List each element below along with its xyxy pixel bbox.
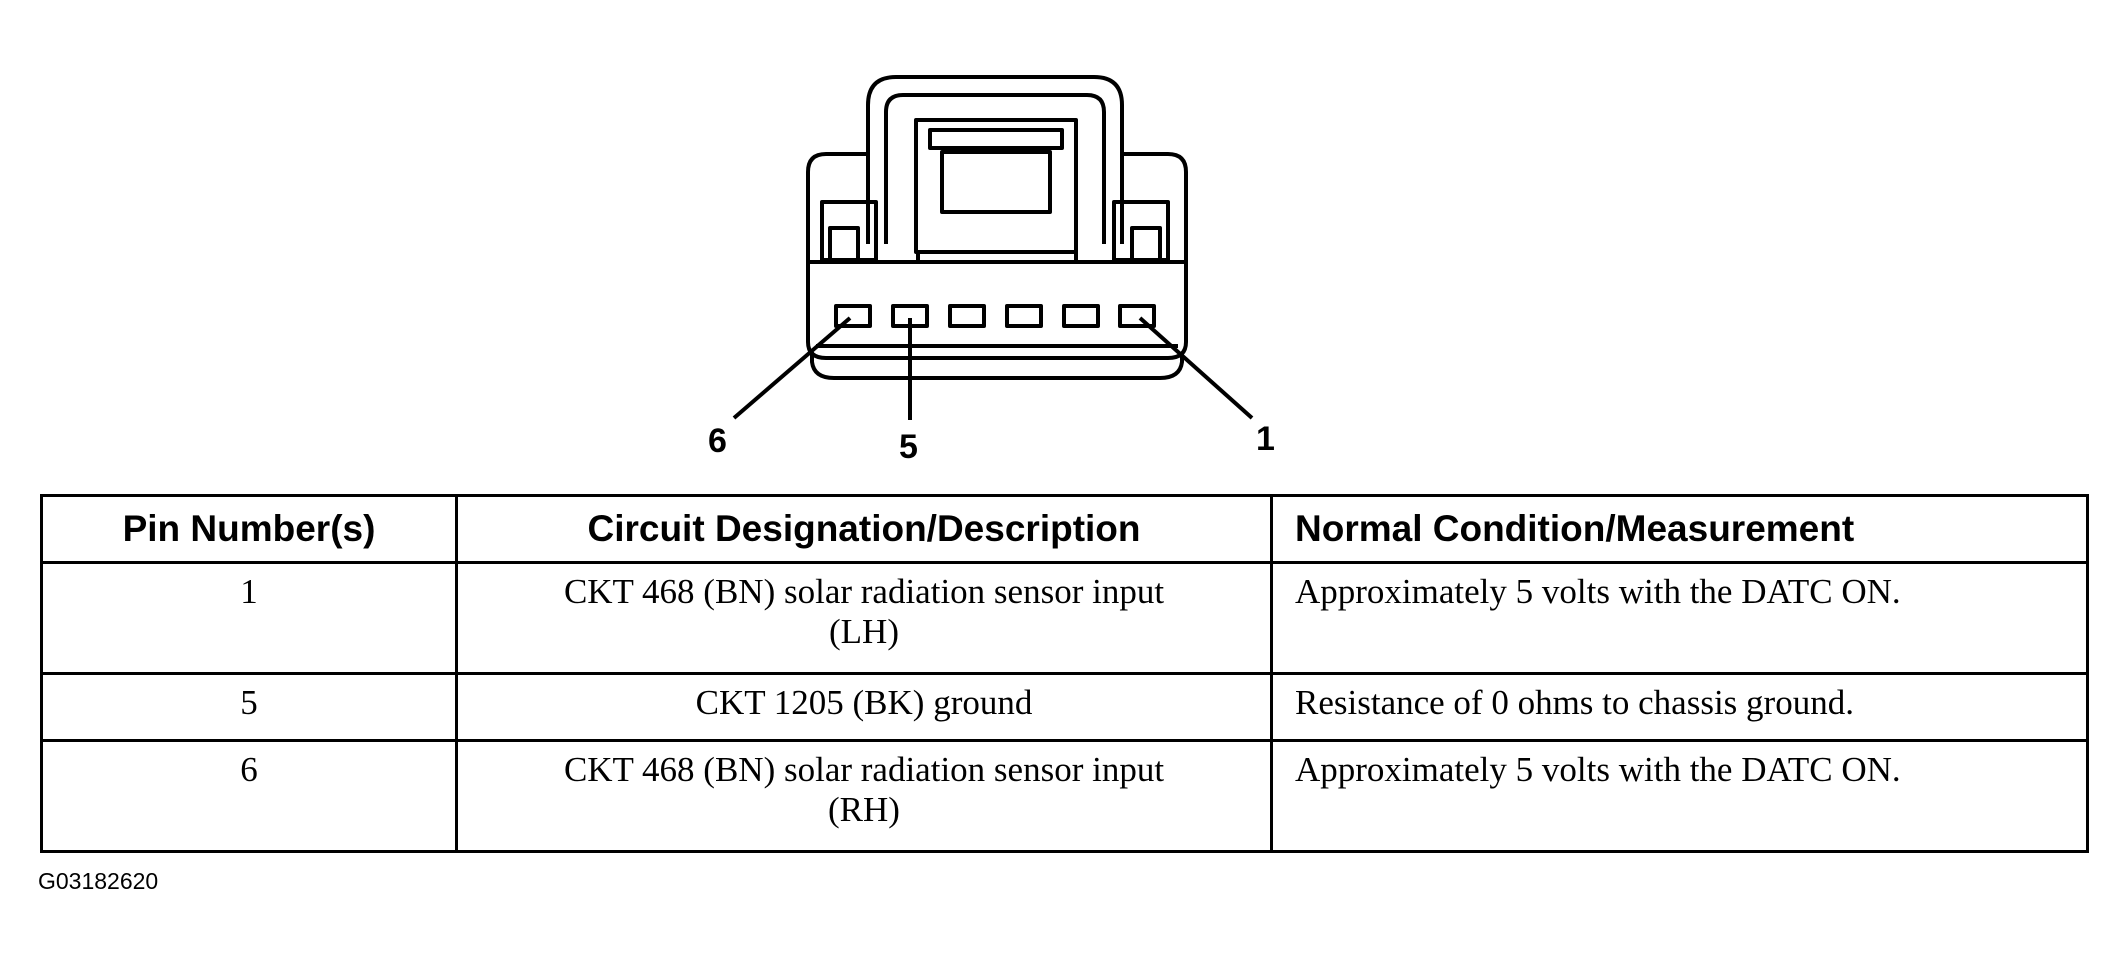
measurement-cell: Approximately 5 volts with the DATC ON. [1270, 561, 2089, 675]
table-row: 1 CKT 468 (BN) solar radiation sensor in… [40, 561, 2089, 675]
pin-cavity-3 [1005, 304, 1043, 328]
pin-cavity-4 [948, 304, 986, 328]
header-pin-number: Pin Number(s) [40, 494, 458, 564]
description-line: CKT 1205 (BK) ground [695, 683, 1033, 722]
pin-number-cell: 6 [40, 739, 458, 853]
pin-cavity-1 [1118, 304, 1156, 328]
header-circuit-description: Circuit Designation/Description [455, 494, 1273, 564]
description-cell: CKT 1205 (BK) ground [455, 672, 1273, 742]
latch-tab-window [940, 150, 1052, 214]
table-row: 5 CKT 1205 (BK) ground Resistance of 0 o… [40, 672, 2089, 742]
callout-line-1 [1138, 316, 1254, 420]
description-line: CKT 468 (BN) solar radiation sensor inpu… [563, 750, 1165, 789]
pin-table: Pin Number(s) Circuit Designation/Descri… [40, 494, 2089, 853]
measurement-cell: Approximately 5 volts with the DATC ON. [1270, 739, 2089, 853]
measurement-cell: Resistance of 0 ohms to chassis ground. [1270, 672, 2089, 742]
latch-tab-inner [928, 128, 1064, 150]
header-normal-condition: Normal Condition/Measurement [1270, 494, 2089, 564]
description-line: CKT 468 (BN) solar radiation sensor inpu… [563, 572, 1165, 611]
table-row: 6 CKT 468 (BN) solar radiation sensor in… [40, 739, 2089, 853]
table-header-row: Pin Number(s) Circuit Designation/Descri… [40, 494, 2089, 564]
description-cell: CKT 468 (BN) solar radiation sensor inpu… [455, 561, 1273, 675]
connector-diagram: 6 5 1 [708, 75, 1275, 466]
description-line: (RH) [828, 790, 900, 829]
connector-latch-outer [866, 75, 1124, 244]
pin-cavity-2 [1062, 304, 1100, 328]
callout-line-6 [732, 316, 852, 420]
pin-number-cell: 1 [40, 561, 458, 675]
pin-cavity-6 [834, 304, 872, 328]
connector-latch-inner [884, 93, 1106, 244]
connector-housing [806, 152, 1188, 342]
figure-code: G03182620 [38, 868, 159, 894]
pin-number-cell: 5 [40, 672, 458, 742]
pin-callout-5: 5 [899, 428, 918, 466]
pin-callout-6: 6 [708, 422, 727, 460]
description-cell: CKT 468 (BN) solar radiation sensor inpu… [455, 739, 1273, 853]
pin-callout-1: 1 [1256, 420, 1275, 458]
description-line: (LH) [829, 612, 899, 651]
